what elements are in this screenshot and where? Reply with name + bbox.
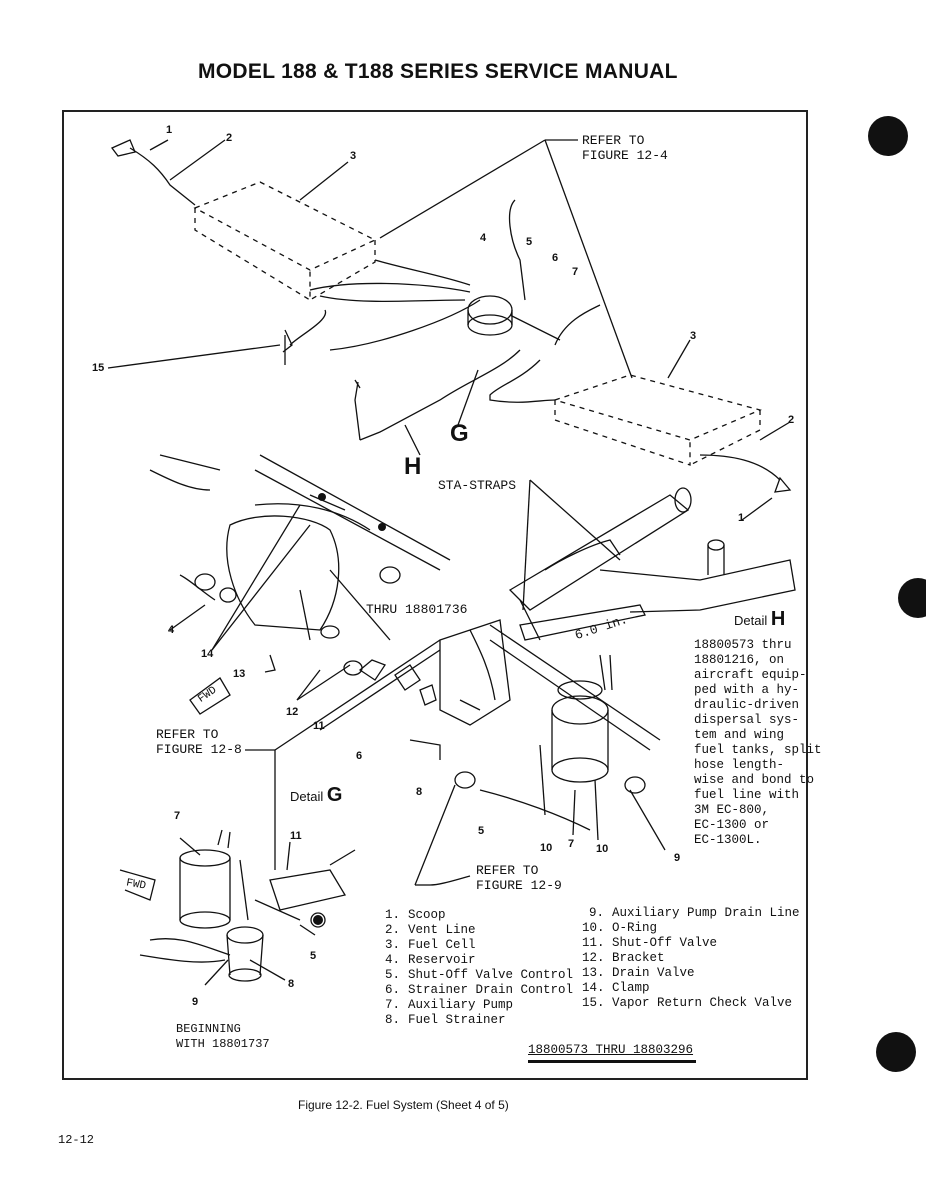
callout-number: 4 <box>480 232 487 244</box>
callout-number: 9 <box>674 852 681 864</box>
callout-number: 5 <box>310 950 317 962</box>
serial-underline-bar <box>528 1060 696 1063</box>
detail-h-title: Detail H <box>734 608 786 630</box>
callout-number: 6 <box>356 750 363 762</box>
callout-number: 5 <box>526 236 533 248</box>
legend-item: 2.Vent Line <box>384 923 476 937</box>
binder-hole-top <box>868 116 908 156</box>
callout-number: 7 <box>568 838 575 850</box>
legend-item: 3.Fuel Cell <box>384 938 476 952</box>
callout-number: 3 <box>690 330 697 342</box>
callout-number: 6 <box>552 252 559 264</box>
sta-straps-label: STA-STRAPS <box>438 478 517 493</box>
legend-item: 10.O-Ring <box>582 921 658 935</box>
figure-caption: Figure 12-2. Fuel System (Sheet 4 of 5) <box>298 1098 509 1112</box>
callout-number: 10 <box>540 842 553 854</box>
parts-legend-right: 9.Auxiliary Pump Drain Line 10.O-Ring 11… <box>582 906 800 1011</box>
legend-item: 6.Strainer Drain Control <box>384 983 574 997</box>
callout-number: 8 <box>416 786 423 798</box>
callout-number: 11 <box>313 720 325 732</box>
legend-item: 15.Vapor Return Check Valve <box>582 996 793 1010</box>
legend-item: 11.Shut-Off Valve <box>582 936 718 950</box>
callout-number: 1 <box>166 124 173 136</box>
callout-number: 13 <box>233 668 246 680</box>
figure-frame <box>62 110 808 1080</box>
callout-number: 3 <box>350 150 357 162</box>
callout-number: 1 <box>738 512 745 524</box>
binder-hole-middle <box>898 578 926 618</box>
callout-number: 5 <box>478 825 485 837</box>
callout-number: 11 <box>290 830 302 842</box>
callout-number: 2 <box>226 132 233 144</box>
view-h-letter: H <box>404 453 422 480</box>
thru-serial-label: THRU 18801736 <box>366 602 468 617</box>
callout-number: 4 <box>168 624 175 636</box>
binder-hole-bottom <box>876 1032 916 1072</box>
fwd-label-lower: FWD <box>125 877 147 893</box>
legend-item: 5.Shut-Off Valve Control <box>384 968 574 982</box>
serial-range: 18800573 THRU 18803296 <box>528 1043 694 1057</box>
legend-item: 7.Auxiliary Pump <box>384 998 514 1012</box>
detail-g-title: Detail G <box>290 784 343 806</box>
legend-item: 8.Fuel Strainer <box>384 1013 506 1027</box>
callout-number: 15 <box>92 362 105 374</box>
legend-item: 12.Bracket <box>582 951 665 965</box>
callout-number: 7 <box>572 266 579 278</box>
page-title: MODEL 188 & T188 SERIES SERVICE MANUAL <box>198 60 678 83</box>
view-g-letter: G <box>450 420 469 447</box>
legend-item: 9.Auxiliary Pump Drain Line <box>588 906 800 920</box>
callout-number: 12 <box>286 706 299 718</box>
callout-number: 2 <box>788 414 795 426</box>
callout-number: 7 <box>174 810 181 822</box>
detail-h-note: 18800573 thru 18801216, on aircraft equi… <box>694 638 822 847</box>
legend-item: 13.Drain Valve <box>582 966 695 980</box>
legend-item: 4.Reservoir <box>384 953 476 967</box>
callout-number: 10 <box>596 843 609 855</box>
legend-item: 14.Clamp <box>582 981 650 995</box>
parts-legend-left: 1.Scoop 2.Vent Line 3.Fuel Cell 4.Reserv… <box>378 908 573 1028</box>
legend-item: 1.Scoop <box>384 908 446 922</box>
callout-number: 14 <box>201 648 214 660</box>
callout-number: 9 <box>192 996 199 1008</box>
callout-number: 8 <box>288 978 295 990</box>
page-number: 12-12 <box>58 1133 95 1147</box>
